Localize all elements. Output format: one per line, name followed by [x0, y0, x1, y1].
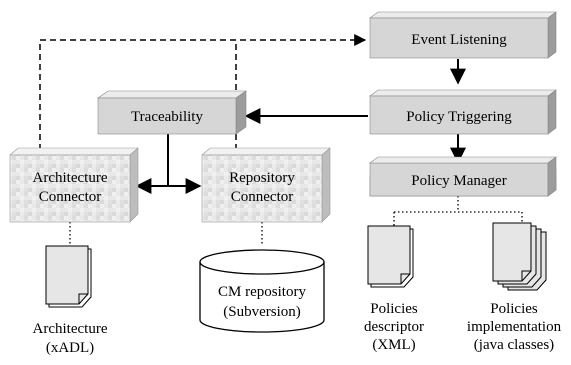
policies-implementation-icon: [492, 222, 547, 291]
policies-descriptor-icon: [367, 225, 414, 288]
cm-repository-label-line1: CM repository: [218, 284, 306, 300]
architecture-file-icon: [45, 245, 92, 308]
traceability-box: Traceability: [97, 90, 247, 135]
repository-connector-label-line1: Repository: [229, 170, 295, 186]
event-listening-label: Event Listening: [411, 32, 507, 48]
architecture-connector-box: Architecture Connector: [9, 147, 139, 223]
dotted-link-manager-artifacts: [393, 196, 523, 226]
cm-repository-cylinder: CM repository (Subversion): [199, 249, 325, 333]
event-listening-box: Event Listening: [369, 11, 557, 59]
repository-connector-label-line2: Connector: [231, 189, 293, 205]
policy-triggering-label: Policy Triggering: [406, 109, 512, 125]
traceability-label: Traceability: [131, 109, 203, 125]
policy-manager-box: Policy Manager: [369, 156, 557, 197]
policies-descriptor-label-line1: Policies: [370, 301, 418, 317]
architecture-file-label-line2: (xADL): [46, 340, 94, 356]
architecture-connector-label-line1: Architecture: [33, 170, 108, 186]
policies-descriptor-label-line3: (XML): [372, 337, 415, 353]
repository-connector-box: Repository Connector: [201, 147, 331, 223]
policy-manager-label: Policy Manager: [411, 173, 506, 189]
policies-implementation-label-line2: implementation: [467, 319, 562, 335]
policies-implementation-label-line1: Policies: [490, 301, 538, 317]
policies-descriptor-label-line2: descriptor: [364, 319, 424, 335]
architecture-file-label-line1: Architecture: [33, 321, 108, 337]
dashed-link-architecture-event: [39, 34, 367, 150]
architecture-connector-label-line2: Connector: [39, 189, 101, 205]
policies-implementation-label-line3: (java classes): [474, 337, 554, 353]
cm-repository-label-line2: (Subversion): [223, 304, 301, 320]
policy-triggering-box: Policy Triggering: [369, 89, 557, 135]
